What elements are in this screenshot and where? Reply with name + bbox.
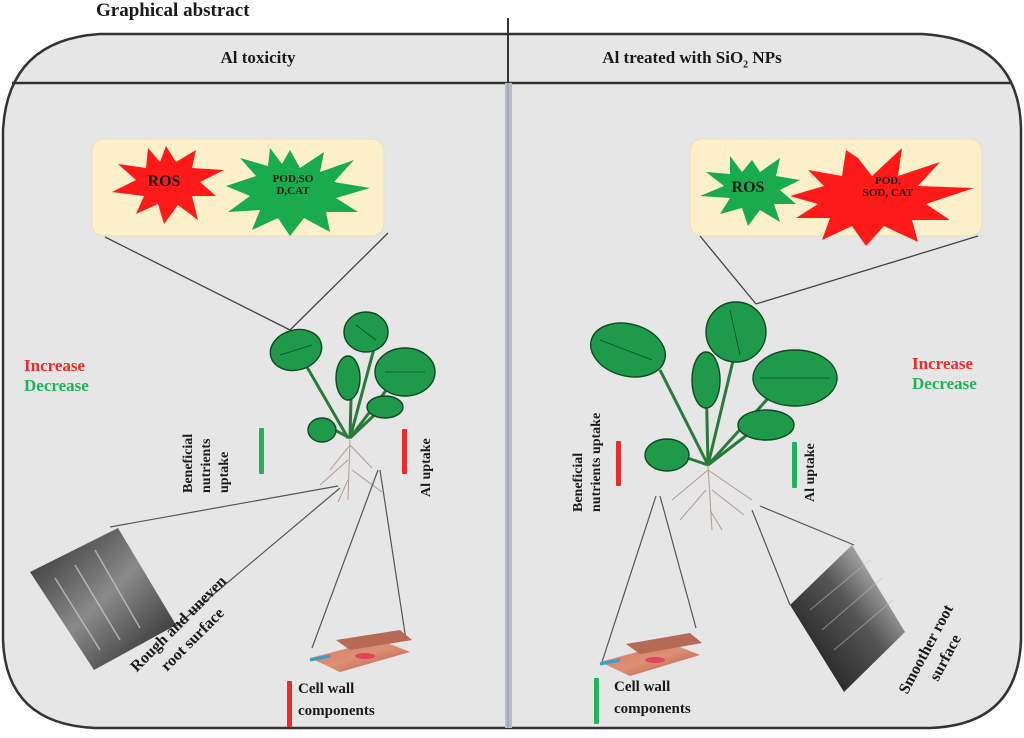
legend-decrease-right: Decrease: [912, 374, 977, 393]
antioxidant-star-left: [226, 148, 370, 236]
cell-wall-illustration-left: [309, 630, 412, 672]
al-uptake-decrease-bar-right: [792, 442, 797, 488]
cell-wall-decrease-bar-right: [594, 678, 599, 724]
legend-increase-left: Increase: [24, 356, 86, 375]
antioxidant-label-right-line2: SOD, CAT: [862, 186, 914, 199]
cell-wall-label-right-line1: Cell wall: [614, 679, 671, 695]
roots-left: [319, 439, 383, 503]
ros-star-left: [112, 146, 224, 224]
plant-illustration-right: [589, 301, 838, 472]
nutrients-label-left-line3: uptake: [217, 451, 232, 493]
cell-wall-label-left-line2: components: [298, 703, 375, 719]
antioxidant-label-right: POD, SOD, CAT: [846, 175, 930, 199]
antioxidant-label-left-line2: D,CAT: [276, 184, 310, 197]
antioxidant-label-right-line1: POD,: [875, 175, 901, 187]
roots-right: [671, 465, 753, 531]
al-uptake-label-left: Al uptake: [419, 438, 434, 497]
antioxidant-star-right: [790, 148, 974, 246]
cell-wall-label-left-line1: Cell wall: [298, 681, 355, 697]
al-uptake-label-right: Al uptake: [803, 443, 818, 502]
cell-wall-increase-bar-left: [287, 681, 292, 727]
legend-increase-right: Increase: [912, 354, 974, 373]
nutrients-uptake-label-left: Beneficial nutrients uptake: [180, 434, 234, 493]
header-text-suffix: NPs: [748, 48, 782, 67]
legend-left: Increase Decrease: [24, 356, 89, 396]
cell-wall-label-right-line2: components: [614, 701, 691, 717]
ros-label-right: ROS: [731, 179, 765, 196]
rough-root-sem-image: [30, 528, 176, 670]
legend-decrease-left: Decrease: [24, 376, 89, 395]
cell-wall-label-left: Cell wall components: [298, 678, 375, 722]
ros-star-right: [700, 156, 800, 226]
nutrients-increase-bar-right: [616, 441, 621, 486]
al-uptake-increase-bar-left: [402, 429, 407, 474]
cell-wall-label-right: Cell wall components: [614, 676, 691, 720]
header-text-subscript: 2: [743, 59, 749, 71]
nutrients-uptake-label-right: Beneficial nutrients uptake: [570, 413, 606, 512]
nutrients-label-left-line2: nutrients: [199, 438, 214, 493]
nutrients-label-right-line1: Beneficial: [571, 452, 586, 512]
panel-header-al-toxicity: Al toxicity: [220, 48, 296, 67]
cell-wall-illustration-right: [599, 633, 702, 676]
panel-header-sio2-treated: Al treated with SiO2 NPs: [512, 48, 872, 70]
antioxidant-label-left: POD,SO D,CAT: [262, 173, 324, 197]
header-text-prefix: Al treated with SiO: [602, 48, 744, 67]
smooth-root-sem-image: [790, 545, 905, 692]
nutrients-label-left-line1: Beneficial: [181, 433, 196, 493]
antioxidant-label-left-line1: POD,SO: [272, 173, 314, 185]
plant-illustration-left: [269, 311, 436, 443]
page-title: Graphical abstract: [96, 0, 250, 21]
ros-label-left: ROS: [147, 173, 181, 190]
nutrients-label-right-line2: nutrients uptake: [589, 412, 604, 512]
nutrients-decrease-bar-left: [259, 428, 264, 474]
legend-right: Increase Decrease: [912, 354, 977, 394]
